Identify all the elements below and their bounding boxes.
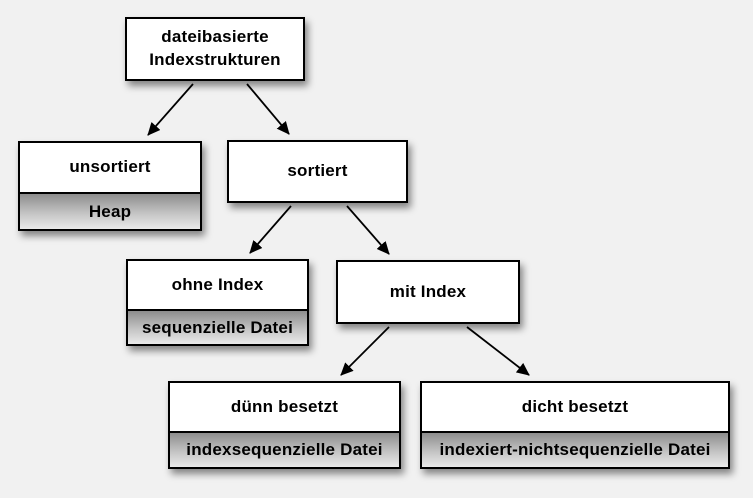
node-ohne-index-label: ohne Index [171,274,264,294]
node-ohne-index: ohne Index sequenzielle Datei [126,259,309,346]
edge-root-sortiert [246,83,290,135]
edge-sortiert-ohne-index [249,205,292,254]
node-duenn-besetzt-sublabel: indexsequenzielle Datei [170,431,399,467]
node-unsortiert-sublabel: Heap [20,192,200,229]
node-duenn-besetzt-label: dünn besetzt [230,396,339,416]
node-root: dateibasierte Indexstrukturen [125,17,305,81]
edge-mit-index-duenn [340,326,390,376]
node-dicht-besetzt-sublabel: indexiert-nichtsequenzielle Datei [422,431,728,467]
node-unsortiert-label: unsortiert [69,157,151,177]
node-sortiert: sortiert [227,140,408,203]
node-root-label: dateibasierte Indexstrukturen [149,27,281,69]
node-mit-index-label: mit Index [389,281,467,301]
edge-root-unsortiert [147,83,194,136]
node-mit-index: mit Index [336,260,520,324]
node-unsortiert: unsortiert Heap [18,141,202,231]
node-sortiert-label: sortiert [287,161,348,181]
node-dicht-besetzt-label: dicht besetzt [521,396,629,416]
node-duenn-besetzt: dünn besetzt indexsequenzielle Datei [168,381,401,469]
node-dicht-besetzt: dicht besetzt indexiert-nichtsequenziell… [420,381,730,469]
edge-mit-index-dicht [466,326,530,376]
edge-sortiert-mit-index [346,205,390,255]
node-ohne-index-sublabel: sequenzielle Datei [128,309,307,344]
